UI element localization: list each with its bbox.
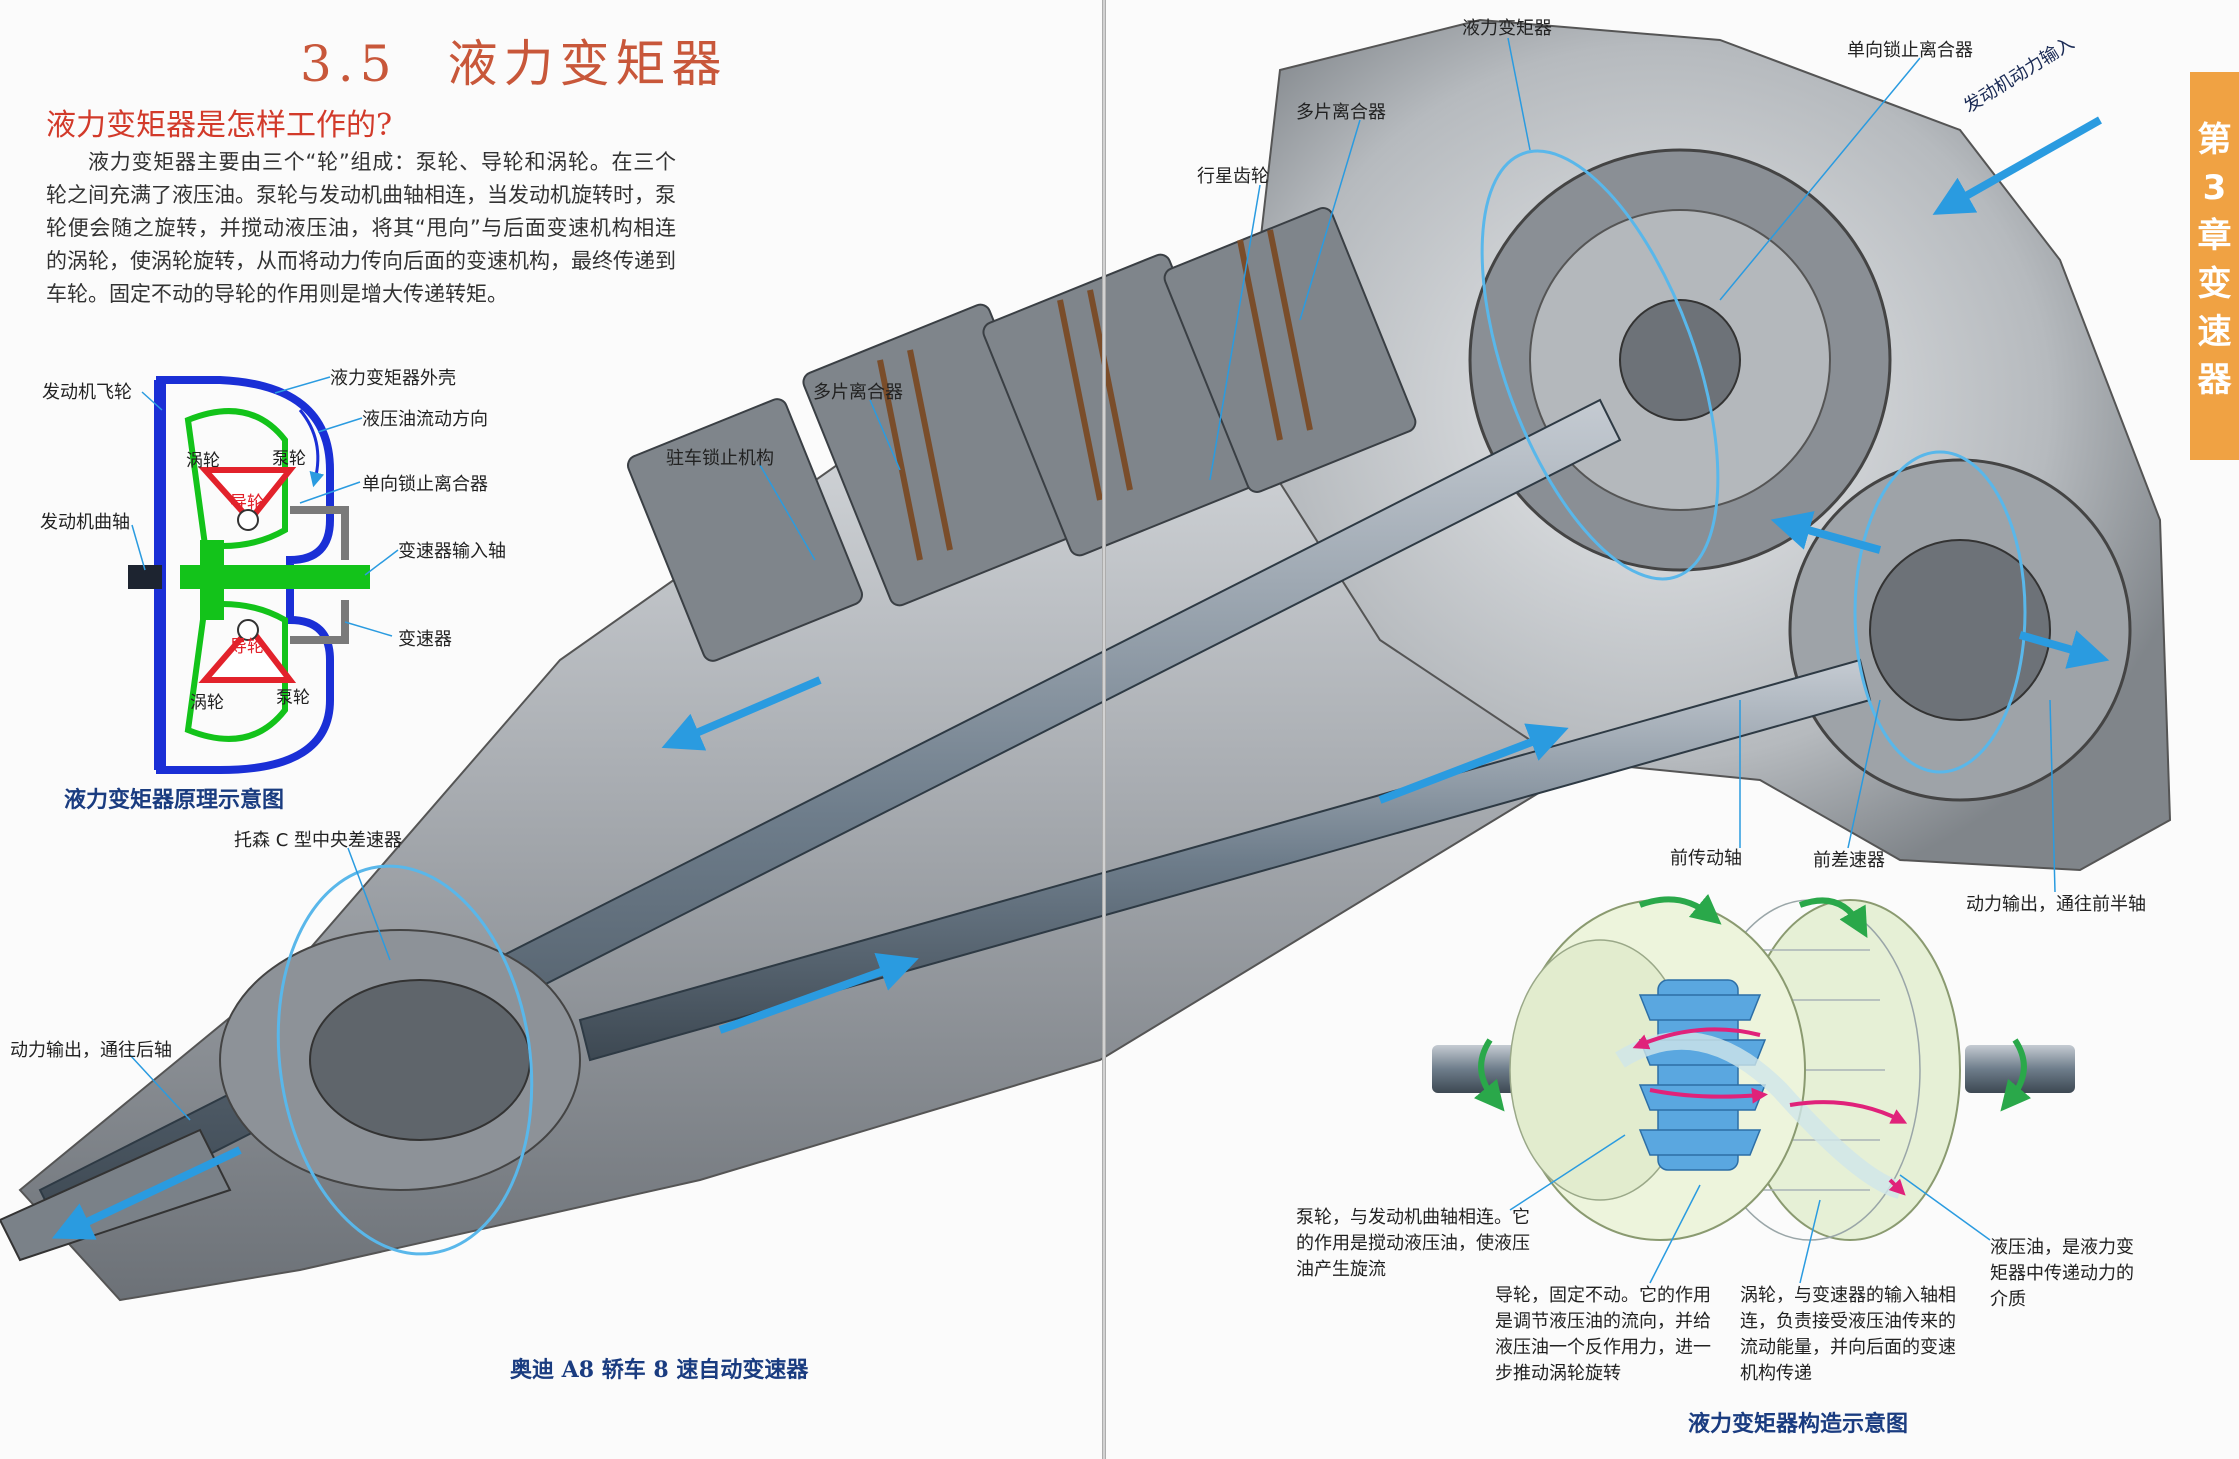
label-rear-output: 动力输出，通往后轴	[10, 1040, 172, 1061]
label-turbine-bottom: 涡轮	[190, 693, 224, 713]
label-flow-direction: 液压油流动方向	[362, 409, 488, 430]
section-number: 3.5	[300, 35, 398, 93]
stator-bottom	[198, 623, 297, 683]
label-pump-bottom: 泵轮	[276, 688, 310, 708]
section-title: 3.5 液力变矩器	[300, 24, 728, 96]
torsen-highlight	[276, 864, 534, 1256]
note-stator: 导轮，固定不动。它的作用是调节液压油的流向，并给液压油一个反作用力，进一步推动涡…	[1495, 1285, 1711, 1384]
converter-highlight	[1480, 149, 1720, 581]
structure-diagram	[1432, 893, 2075, 1284]
label-crankshaft: 发动机曲轴	[40, 512, 130, 533]
principle-diagram-caption: 液力变矩器原理示意图	[64, 787, 285, 813]
principle-diagram	[128, 376, 399, 774]
front-diff-highlight	[1853, 450, 2027, 774]
label-flywheel: 发动机飞轮	[42, 382, 132, 403]
label-transmission-small: 变速器	[398, 629, 452, 650]
right-shaft	[1965, 1045, 2075, 1093]
label-housing: 液力变矩器外壳	[330, 368, 456, 389]
note-pump: 泵轮，与发动机曲轴相连。它的作用是搅动液压油，使液压油产生旋流	[1296, 1207, 1530, 1280]
structure-diagram-caption: 液力变矩器构造示意图	[1688, 1411, 1909, 1437]
label-multi-plate-clutch-2: 多片离合器	[1296, 102, 1386, 123]
label-torsen: 托森 C 型中央差速器	[234, 830, 403, 851]
converter-housing	[156, 376, 334, 774]
label-front-shaft: 前传动轴	[1670, 848, 1742, 869]
transmission-caption: 奥迪 A8 轿车 8 速自动变速器	[510, 1357, 809, 1383]
label-front-output: 动力输出，通往前半轴	[1966, 894, 2146, 915]
label-planetary-gear: 行星齿轮	[1197, 166, 1269, 187]
label-parking-lock: 驻车锁止机构	[666, 448, 774, 469]
chapter-tab	[2190, 72, 2239, 460]
section-title-text: 液力变矩器	[447, 35, 728, 93]
label-torque-converter: 液力变矩器	[1462, 18, 1552, 39]
label-stator-bottom: 导轮	[230, 637, 264, 657]
chapter-tab-text: 第3章 变速器	[2197, 120, 2232, 400]
label-one-way-clutch-small: 单向锁止离合器	[362, 474, 488, 495]
label-stator-top: 导轮	[230, 493, 264, 513]
stator-top	[198, 467, 297, 525]
note-oil: 液压油，是液力变矩器中传递动力的介质	[1990, 1237, 2134, 1310]
label-front-differential: 前差速器	[1813, 850, 1885, 871]
transmission-cutaway	[0, 18, 2172, 1302]
label-input-shaft: 变速器输入轴	[398, 541, 506, 562]
turbine-ring	[184, 408, 288, 742]
book-gutter	[1102, 0, 1106, 1459]
label-multi-plate-clutch-1: 多片离合器	[813, 382, 903, 403]
section-question: 液力变矩器是怎样工作的?	[46, 108, 393, 143]
note-turbine: 涡轮，与变速器的输入轴相连，负责接受液压油传来的流动能量，并向后面的变速机构传递	[1740, 1285, 1956, 1384]
label-pump-top: 泵轮	[272, 449, 306, 469]
label-turbine-top: 涡轮	[186, 451, 220, 471]
intro-paragraph: 液力变矩器主要由三个“轮”组成：泵轮、导轮和涡轮。在三个轮之间充满了液压油。泵轮…	[46, 150, 676, 306]
label-one-way-clutch: 单向锁止离合器	[1847, 40, 1973, 61]
